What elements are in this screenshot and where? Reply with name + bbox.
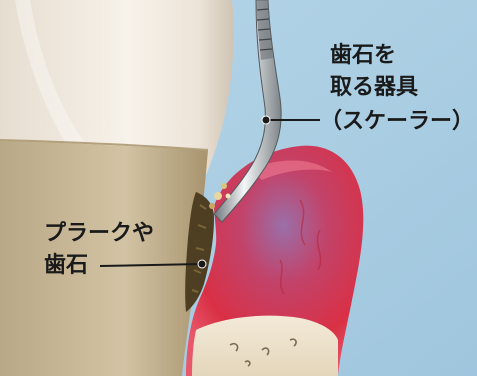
plaque-leader-dot bbox=[198, 260, 206, 268]
tooth-root bbox=[0, 140, 208, 376]
scaler-label-line2: 取る器具 bbox=[330, 75, 418, 100]
alveolar-bone bbox=[192, 316, 338, 376]
debris-particle bbox=[221, 183, 227, 189]
plaque-label-line1: プラークや bbox=[44, 221, 154, 246]
debris-particle bbox=[214, 192, 222, 200]
scaler-label-line3: （スケーラー） bbox=[320, 109, 474, 134]
scaler-leader-dot bbox=[262, 116, 270, 124]
plaque-label-line2: 歯石 bbox=[44, 252, 88, 278]
debris-particle bbox=[209, 203, 215, 209]
debris-particle bbox=[226, 194, 231, 199]
scaler-label-line1: 歯石を bbox=[330, 42, 396, 68]
